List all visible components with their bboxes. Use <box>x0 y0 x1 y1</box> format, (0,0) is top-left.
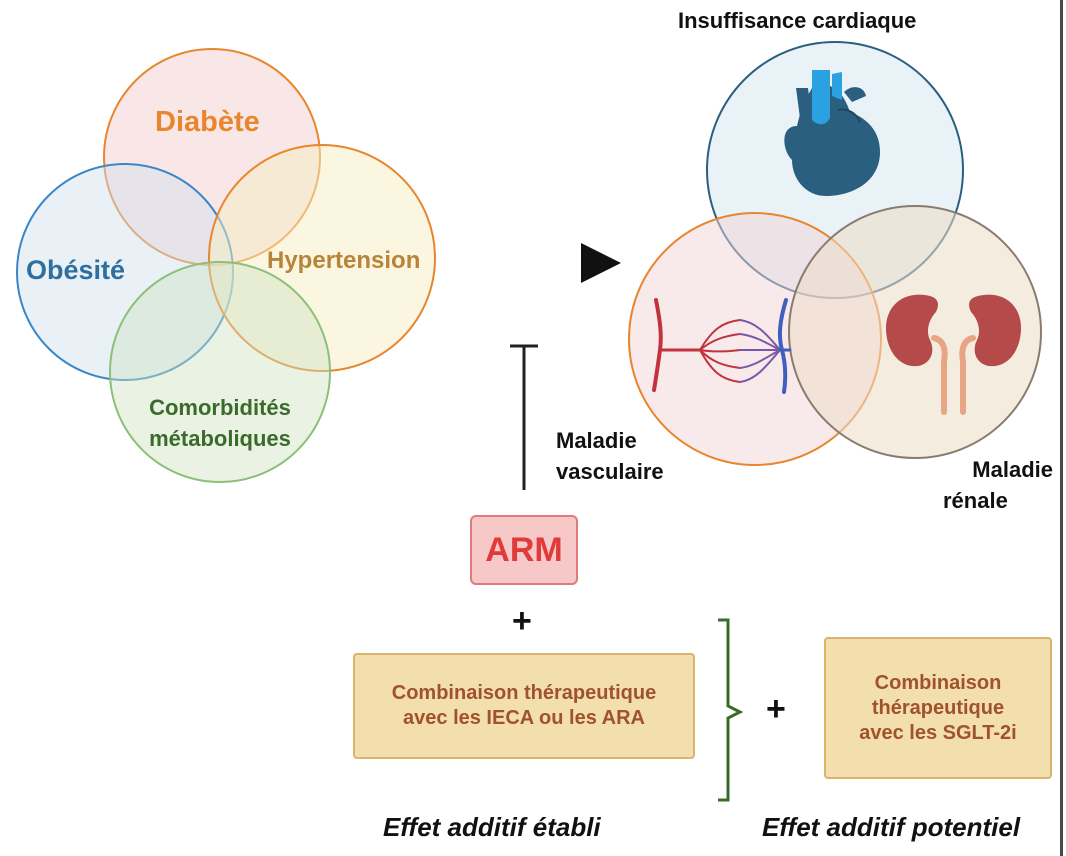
combination-bracket <box>718 618 744 802</box>
sglt2i-line1: Combinaison <box>874 671 1002 694</box>
blood-vessel-network-icon <box>652 298 792 394</box>
hypertension-label: Hypertension <box>267 247 421 274</box>
plus-sign-arm: + <box>512 602 532 640</box>
insuffisance-cardiaque-label: Insuffisance cardiaque <box>678 8 917 33</box>
effect-established-label: Effet additif établi <box>383 812 601 842</box>
effect-potential-label: Effet additif potentiel <box>762 812 1021 842</box>
maladie-renale-line2: rénale <box>943 488 1008 513</box>
obesite-label: Obésité <box>26 255 126 285</box>
comorbidites-line2: métaboliques <box>149 426 291 451</box>
ieca-ara-line1: Combinaison thérapeutique <box>391 682 657 704</box>
sglt2i-combination-box: Combinaison thérapeutique avec les SGLT-… <box>824 637 1052 779</box>
hypertension-circle <box>208 144 436 372</box>
right-frame-border <box>1060 0 1063 856</box>
maladie-vasculaire-line1: Maladie <box>556 428 637 453</box>
comorbidites-label: Comorbidités métaboliques <box>120 392 320 454</box>
sglt2i-line3: avec les SGLT-2i <box>859 721 1017 744</box>
sglt2i-line2: thérapeutique <box>871 696 1005 719</box>
diabete-label: Diabète <box>155 106 260 138</box>
heart-icon <box>784 70 880 196</box>
maladie-renale-line1: Maladie <box>972 457 1053 482</box>
ieca-ara-line2: avec les IECA ou les ARA <box>403 707 645 729</box>
arm-box: ARM <box>470 515 578 585</box>
maladie-vasculaire-line2: vasculaire <box>556 459 664 484</box>
ieca-ara-combination-box: Combinaison thérapeutique avec les IECA … <box>353 653 695 759</box>
kidneys-icon <box>885 294 1022 415</box>
comorbidites-line1: Comorbidités <box>149 395 291 420</box>
comorbidites-circle <box>109 261 331 483</box>
maladie-vasculaire-label: Maladie vasculaire <box>556 425 664 487</box>
plus-sign-combination: + <box>766 690 786 728</box>
maladie-renale-label: Maladie rénale <box>943 454 1053 516</box>
